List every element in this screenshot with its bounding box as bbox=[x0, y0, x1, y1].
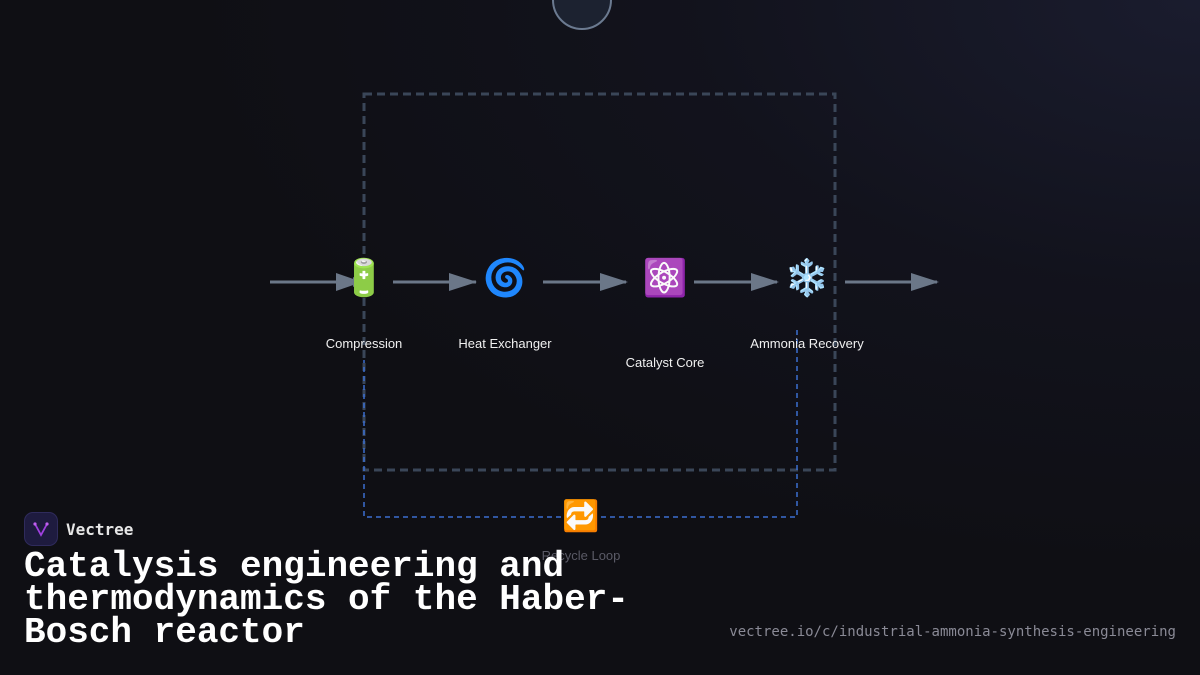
page-title: Catalysis engineering and thermodynamics… bbox=[24, 546, 629, 653]
vectree-logo-icon bbox=[24, 512, 58, 546]
reactor-boundary bbox=[362, 92, 837, 472]
repeat-icon: 🔁 bbox=[562, 500, 600, 533]
atom-icon: ⚛️ bbox=[642, 257, 688, 298]
brand: Vectree bbox=[24, 512, 133, 546]
battery-icon: 🔋 bbox=[341, 257, 387, 298]
node-label-compression: Compression bbox=[325, 336, 403, 351]
node-label-heat-exchanger: Heat Exchanger bbox=[458, 336, 552, 351]
page-url: vectree.io/c/industrial-ammonia-synthesi… bbox=[729, 624, 1176, 640]
snowflake-icon: ❄️ bbox=[784, 257, 830, 298]
node-label-ammonia-recovery: Ammonia Recovery bbox=[750, 336, 864, 351]
brand-name: Vectree bbox=[66, 519, 134, 539]
cyclone-icon: 🌀 bbox=[482, 257, 528, 298]
node-label-catalyst-core: Catalyst Core bbox=[625, 355, 705, 370]
node-label-recycle-loop: Recycle Loop bbox=[541, 548, 621, 563]
recycle-loop-line bbox=[363, 330, 798, 518]
